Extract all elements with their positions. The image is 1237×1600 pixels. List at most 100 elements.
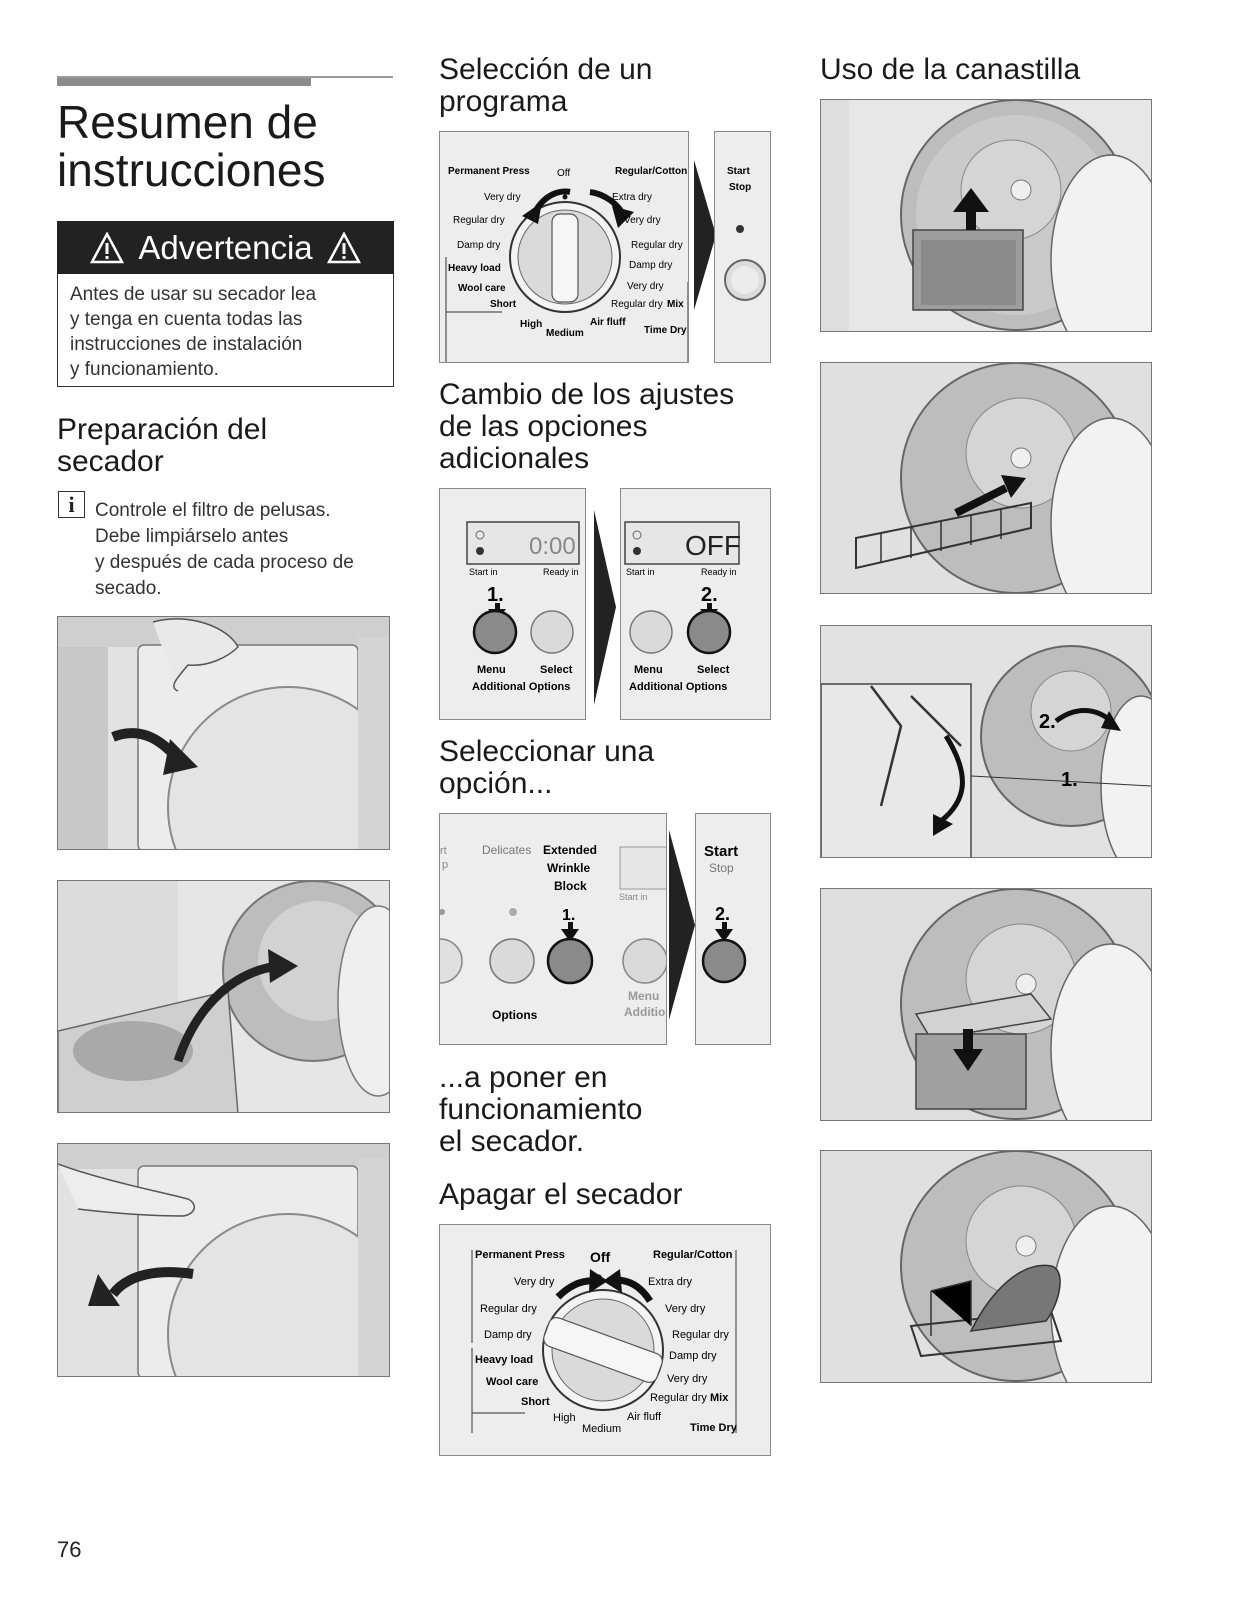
arrow-right-icon xyxy=(694,160,716,310)
start-in-label: Start in xyxy=(626,567,655,577)
dial-label: Very dry xyxy=(667,1373,708,1385)
menu-button-icon xyxy=(622,938,666,984)
heading-line: ...a poner en xyxy=(439,1061,608,1094)
illustration-basket-step5 xyxy=(820,1150,1152,1383)
warning-icon-right xyxy=(326,231,361,263)
dial-label: Wool care xyxy=(458,283,506,294)
program-dial-panel: Permanent Press Off Regular/Cotton Very … xyxy=(439,131,689,363)
illustration-basket-step3: 2. 1. xyxy=(820,625,1152,858)
page-number: 76 xyxy=(57,1537,82,1562)
dial-label: Damp dry xyxy=(457,240,500,251)
display-digits: OFF xyxy=(685,530,741,561)
arrow-down-icon xyxy=(953,1049,983,1071)
step-number: 1. xyxy=(1061,769,1078,791)
heading-line: opción... xyxy=(439,767,553,800)
dial-label: Very dry xyxy=(665,1303,706,1315)
note-line: Controle el filtro de pelusas. xyxy=(95,500,331,521)
arrow-down-left-icon xyxy=(933,814,953,836)
dial-label: Damp dry xyxy=(629,260,672,271)
warning-line: instrucciones de instalación xyxy=(70,334,303,355)
block-label: Block xyxy=(554,879,587,893)
illustration-loading-laundry xyxy=(57,880,390,1113)
warning-body: Antes de usar su secador lea y tenga en … xyxy=(57,274,394,387)
additional-cut-label: Additio xyxy=(624,1005,665,1019)
dial-label: Regular dry xyxy=(631,240,683,251)
dial-label: Air fluff xyxy=(590,317,626,328)
dial-label: Medium xyxy=(582,1423,621,1435)
options-label: Options xyxy=(492,1008,538,1022)
dial-label: Very dry xyxy=(627,281,664,292)
illustration-close-door xyxy=(57,1143,390,1377)
warning-header: Advertencia xyxy=(57,221,394,274)
dial-label: Time Dry xyxy=(690,1422,738,1434)
dial-label: Regular dry xyxy=(453,215,505,226)
start-in-label: Start in xyxy=(469,567,498,577)
menu-label: Menu xyxy=(634,664,663,676)
heading-line: Seleccionar una xyxy=(439,735,655,768)
illustration-open-door xyxy=(57,616,390,850)
menu-label: Menu xyxy=(628,989,659,1003)
extended-wrinkle-button-icon xyxy=(546,937,594,985)
arrow-rotate-icon xyxy=(1101,711,1121,731)
dial-label: Heavy load xyxy=(448,263,501,274)
info-icon: i xyxy=(58,491,85,518)
delicates-label: Delicates xyxy=(482,843,531,857)
illustration-basket-step4 xyxy=(820,888,1152,1121)
note-line: secado. xyxy=(95,578,162,599)
dial-label: High xyxy=(553,1412,576,1424)
dial-label: Very dry xyxy=(484,192,521,203)
display-digits: 0:00 xyxy=(529,533,576,560)
dial-label: Very dry xyxy=(624,215,661,226)
basket-heading: Uso de la canastilla xyxy=(820,54,1080,86)
warning-text: Antes de usar su secador lea y tenga en … xyxy=(58,274,393,390)
arrow-up-right-icon xyxy=(1001,475,1026,498)
start-label: Start xyxy=(704,843,738,860)
page-title-line2: instrucciones xyxy=(57,144,326,196)
dial-label: Permanent Press xyxy=(475,1249,565,1261)
warning-line: Antes de usar su secador lea xyxy=(70,284,317,305)
heading-line: Preparación del xyxy=(57,413,268,446)
start-label: Start xyxy=(727,166,750,177)
options-change-heading: Cambio de los ajustes de las opciones ad… xyxy=(439,379,734,475)
stop-label: Stop xyxy=(709,861,734,875)
dial-off-label: Off xyxy=(590,1249,611,1265)
step-number: 2. xyxy=(701,584,718,606)
option-select-heading: Seleccionar una opción... xyxy=(439,736,654,800)
ready-in-label: Ready in xyxy=(543,567,579,577)
heading-line: Apagar el secador xyxy=(439,1178,683,1211)
dial-label: Wool care xyxy=(486,1376,538,1388)
dial-label: Mix xyxy=(710,1392,729,1404)
dial-label: Regular/Cotton xyxy=(653,1249,733,1261)
warning-title: Advertencia xyxy=(138,228,313,266)
arrow-down-icon xyxy=(715,929,733,942)
extended-label: Extended xyxy=(543,843,597,857)
cut-label: p xyxy=(442,859,448,871)
heading-line: Cambio de los ajustes xyxy=(439,378,735,411)
program-heading: Selección de un programa xyxy=(439,54,653,118)
select-label: Select xyxy=(540,664,573,676)
dial-label: Extra dry xyxy=(612,192,652,203)
page-title: Resumen de instrucciones xyxy=(57,98,325,194)
stop-label: Stop xyxy=(729,182,751,193)
start-button-icon xyxy=(701,938,747,984)
dial-label: Regular dry xyxy=(480,1303,537,1315)
off-dial-panel: Permanent Press Off Regular/Cotton Very … xyxy=(439,1224,771,1456)
cut-label: rt xyxy=(440,845,447,857)
top-rule-dark xyxy=(57,78,311,86)
step-number: 2. xyxy=(715,904,730,924)
arrow-down-icon xyxy=(561,929,579,942)
heading-line: Uso de la canastilla xyxy=(820,53,1081,86)
options-panel: rt p Delicates Extended Wrinkle Block St… xyxy=(439,813,667,1045)
dial-label: Very dry xyxy=(514,1276,555,1288)
ready-in-label: Ready in xyxy=(701,567,737,577)
dial-label: Regular dry xyxy=(672,1329,729,1341)
options-button-icon xyxy=(489,938,535,984)
warning-icon xyxy=(90,231,125,263)
illustration-basket-step2 xyxy=(820,362,1152,594)
heading-line: funcionamiento xyxy=(439,1093,643,1126)
select-button-icon xyxy=(686,609,732,655)
heading-line: el secador. xyxy=(439,1125,585,1158)
off-heading: Apagar el secador xyxy=(439,1179,683,1211)
lint-filter-note: Controle el filtro de pelusas. Debe limp… xyxy=(95,498,354,602)
heading-line: secador xyxy=(57,445,164,478)
